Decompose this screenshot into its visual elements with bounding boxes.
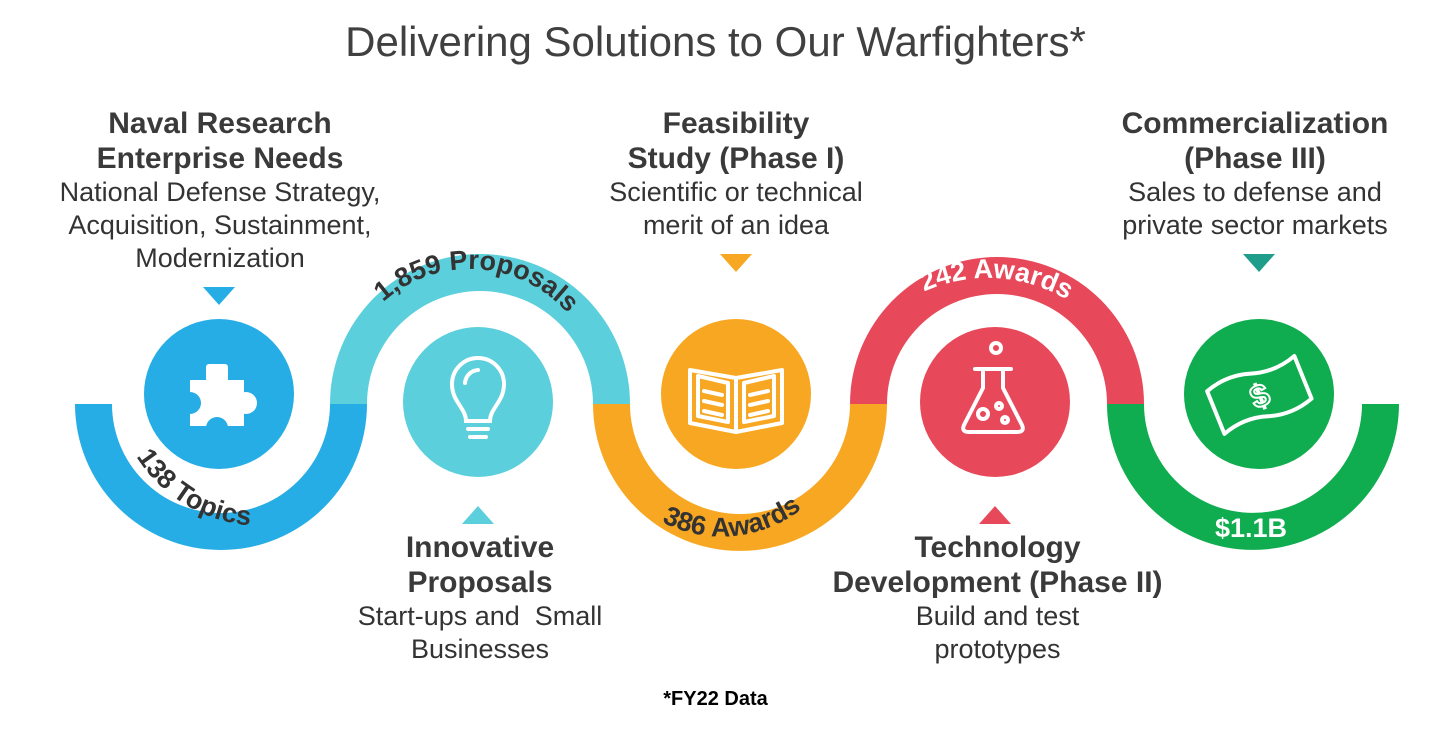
stage-body-line: Start-ups and Small: [357, 601, 603, 631]
pointer-phase1: [720, 254, 752, 272]
stage-heading-line: Naval Research: [108, 107, 332, 140]
stage-body-line: Businesses: [410, 634, 550, 664]
stage-needs: Naval Research Enterprise Needs National…: [20, 106, 420, 275]
stage-heading-line: Technology: [914, 531, 1081, 564]
lightbulb-icon: [449, 356, 507, 439]
arc-segment-proposals: [330, 254, 630, 404]
pointer-proposals: [462, 506, 494, 524]
arc-segment-phase3: [1107, 404, 1399, 550]
arc-segment-topics: [75, 404, 367, 550]
pointer-phase2: [979, 506, 1011, 524]
stage-circle-phase2: [920, 327, 1070, 477]
stage-phase2: Technology Development (Phase II) Build …: [790, 530, 1205, 666]
stage-phase1: Feasibility Study (Phase I) Scientific o…: [556, 106, 916, 242]
stage-body-line: merit of an idea: [642, 210, 830, 240]
stage-heading-line: Innovative: [405, 531, 555, 564]
metric-label-phase3: $1.1B: [1215, 513, 1287, 543]
puzzle-piece-icon: [179, 364, 257, 439]
arc-segment-phase1: [593, 404, 887, 551]
stage-heading-line: Development (Phase II): [832, 566, 1163, 599]
stage-body-line: private sector markets: [1122, 210, 1388, 240]
arc-segment-phase2: [850, 257, 1144, 404]
stage-body-line: prototypes: [934, 634, 1061, 664]
stage-heading-line: Proposals: [407, 566, 553, 599]
stage-heading-line: Commercialization: [1121, 107, 1389, 140]
stage-body-line: Build and test: [915, 601, 1080, 631]
open-book-icon: [688, 368, 784, 434]
stage-phase3: Commercialization (Phase III) Sales to d…: [1080, 106, 1430, 242]
stage-proposals: Innovative Proposals Start-ups and Small…: [300, 530, 660, 666]
pointer-needs: [203, 287, 235, 305]
stage-body-line: National Defense Strategy,: [59, 177, 381, 207]
stage-circle-proposals: [403, 327, 553, 477]
stage-heading-line: Study (Phase I): [627, 142, 845, 175]
stage-heading-line: Feasibility: [662, 107, 810, 140]
stage-body-line: Acquisition, Sustainment,: [68, 210, 372, 240]
stage-body-line: Sales to defense and: [1128, 177, 1382, 207]
stage-heading-line: Enterprise Needs: [96, 142, 344, 175]
stage-body-line: Modernization: [135, 243, 305, 273]
stage-heading-line: (Phase III): [1184, 142, 1326, 175]
stage-body-line: Scientific or technical: [609, 177, 863, 207]
flask-icon: [961, 341, 1025, 434]
pointer-phase3: [1243, 254, 1275, 272]
footnote: *FY22 Data: [663, 688, 768, 710]
page-title: Delivering Solutions to Our Warfighters*: [345, 18, 1086, 65]
